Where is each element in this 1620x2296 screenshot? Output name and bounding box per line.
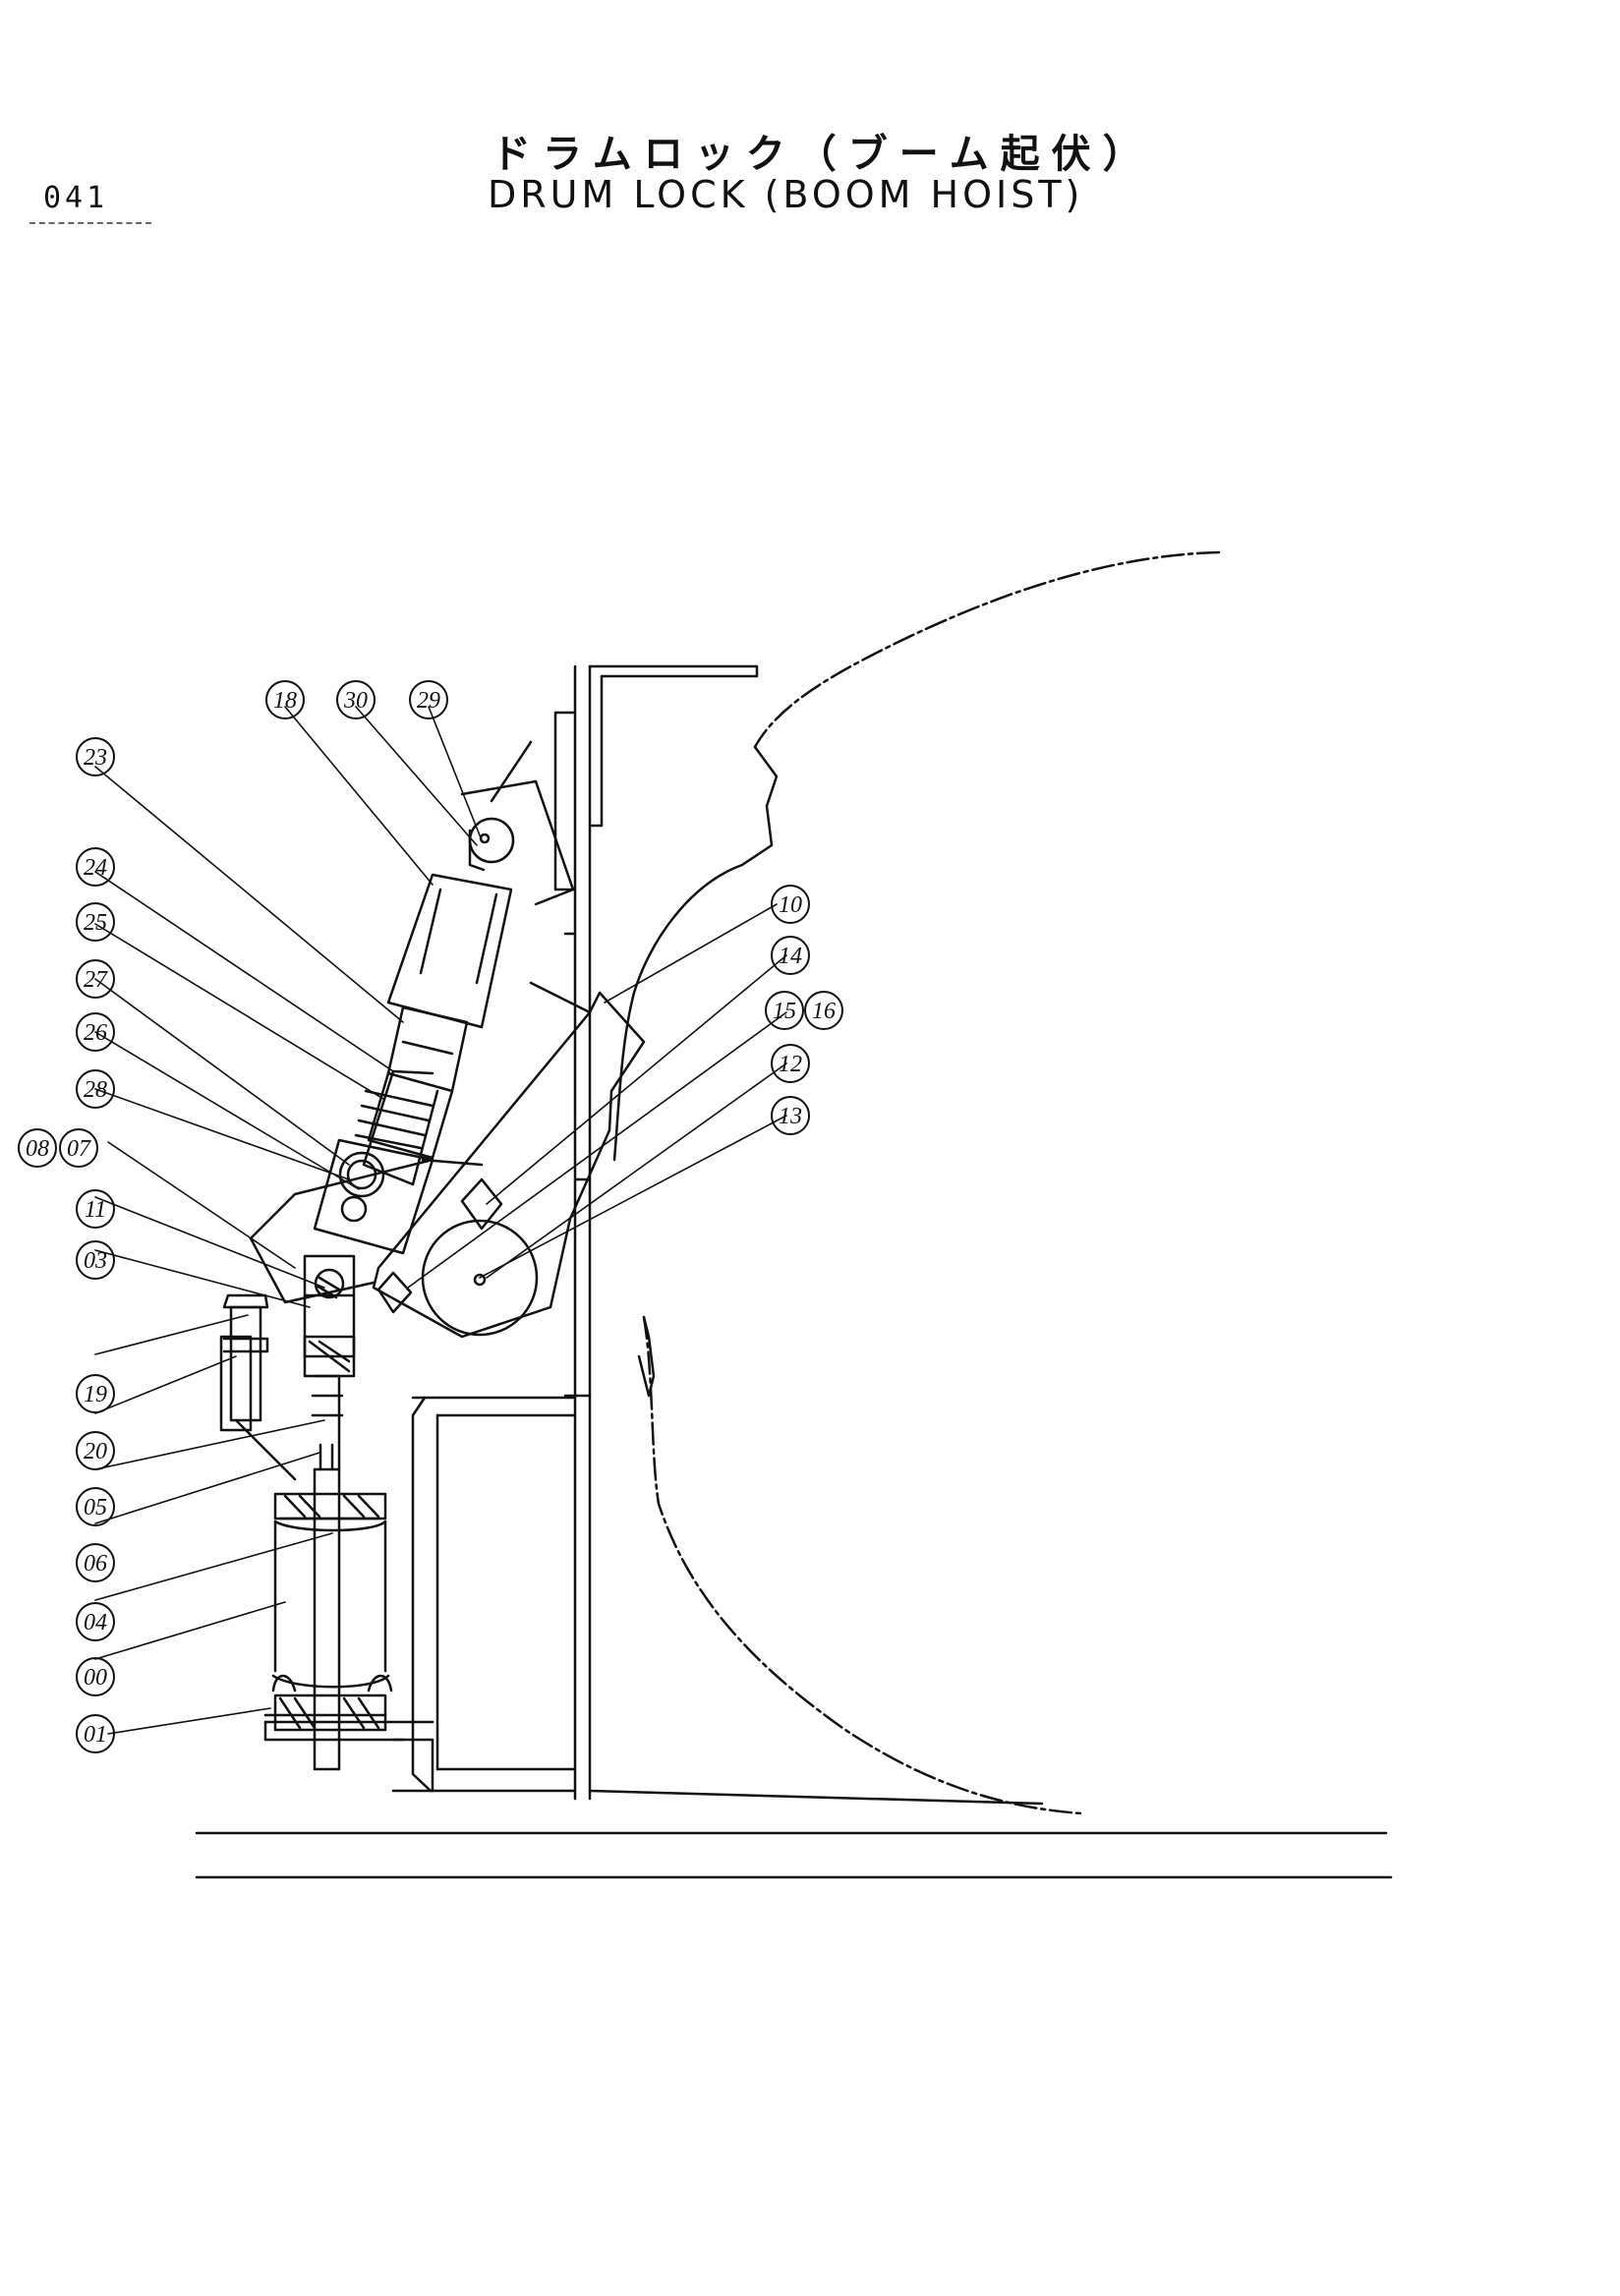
callout-06-label: 06: [84, 1551, 107, 1577]
callout-20-label: 20: [84, 1439, 107, 1464]
callout-11-label: 11: [85, 1197, 106, 1223]
callout-29-label: 29: [417, 688, 440, 714]
callout-05-label: 05: [84, 1495, 107, 1521]
callout-06: [76, 1543, 115, 1582]
callout-28: [76, 1069, 115, 1109]
callout-26: [76, 1012, 115, 1052]
callout-30: [336, 680, 376, 719]
title-english: DRUM LOCK (BOOM HOIST): [488, 173, 1084, 216]
lower-channel: [263, 1396, 1044, 1806]
callout-27-label: 27: [84, 967, 108, 993]
callout-07-label: 07: [67, 1136, 91, 1162]
callout-08-label: 08: [26, 1136, 49, 1162]
callout-13: [771, 1096, 810, 1135]
callout-24-label: 24: [84, 855, 107, 881]
callout-04-label: 04: [84, 1610, 107, 1636]
rod-end-clevis: [313, 1069, 439, 1255]
page-number-underline: [29, 222, 151, 224]
callout-07: [59, 1128, 98, 1168]
callout-26-label: 26: [84, 1020, 107, 1046]
callout-16: [804, 991, 843, 1030]
callout-23-label: 23: [84, 745, 107, 771]
callout-03: [76, 1240, 115, 1280]
callout-10-label: 10: [779, 892, 802, 918]
callout-08: [18, 1128, 57, 1168]
page-number: 041: [43, 181, 109, 215]
callout-01-label: 01: [84, 1722, 107, 1748]
callout-18-label: 18: [273, 688, 297, 714]
callout-23: [76, 737, 115, 776]
callout-01: [76, 1714, 115, 1753]
callout-25-label: 25: [84, 910, 107, 936]
leader-lines: [94, 706, 787, 1735]
base-lines: [195, 1831, 1393, 1879]
callout-19-label: 19: [84, 1382, 107, 1407]
callout-24: [76, 847, 115, 887]
spring-pack: [263, 1374, 393, 1771]
callout-27: [76, 959, 115, 999]
callout-19: [76, 1374, 115, 1413]
drum-outline: [612, 550, 1221, 1815]
callout-11: [76, 1189, 115, 1229]
callout-14: [771, 936, 810, 975]
hydraulic-cylinder: [367, 740, 575, 1160]
callout-00-label: 00: [84, 1665, 107, 1691]
callout-12: [771, 1044, 810, 1083]
callout-25: [76, 902, 115, 942]
callout-circles: [18, 680, 843, 1753]
callout-13-label: 13: [779, 1104, 802, 1129]
callout-14-label: 14: [779, 944, 802, 969]
callout-03-label: 03: [84, 1248, 107, 1274]
callout-10: [771, 885, 810, 924]
callout-05: [76, 1487, 115, 1526]
lock-lever: [249, 981, 646, 1339]
callout-15: [765, 991, 804, 1030]
callout-04: [76, 1602, 115, 1641]
frame-plates: [553, 664, 759, 1801]
callout-28-label: 28: [84, 1077, 107, 1103]
callout-18: [265, 680, 305, 719]
callout-12-label: 12: [779, 1052, 802, 1077]
callout-00: [76, 1657, 115, 1696]
callout-30-label: 30: [343, 688, 368, 714]
callout-15-label: 15: [773, 999, 796, 1024]
callout-29: [409, 680, 448, 719]
callout-20: [76, 1431, 115, 1470]
title-japanese: ドラムロック（ブーム起伏）: [492, 132, 1154, 177]
callout-16-label: 16: [812, 999, 836, 1024]
